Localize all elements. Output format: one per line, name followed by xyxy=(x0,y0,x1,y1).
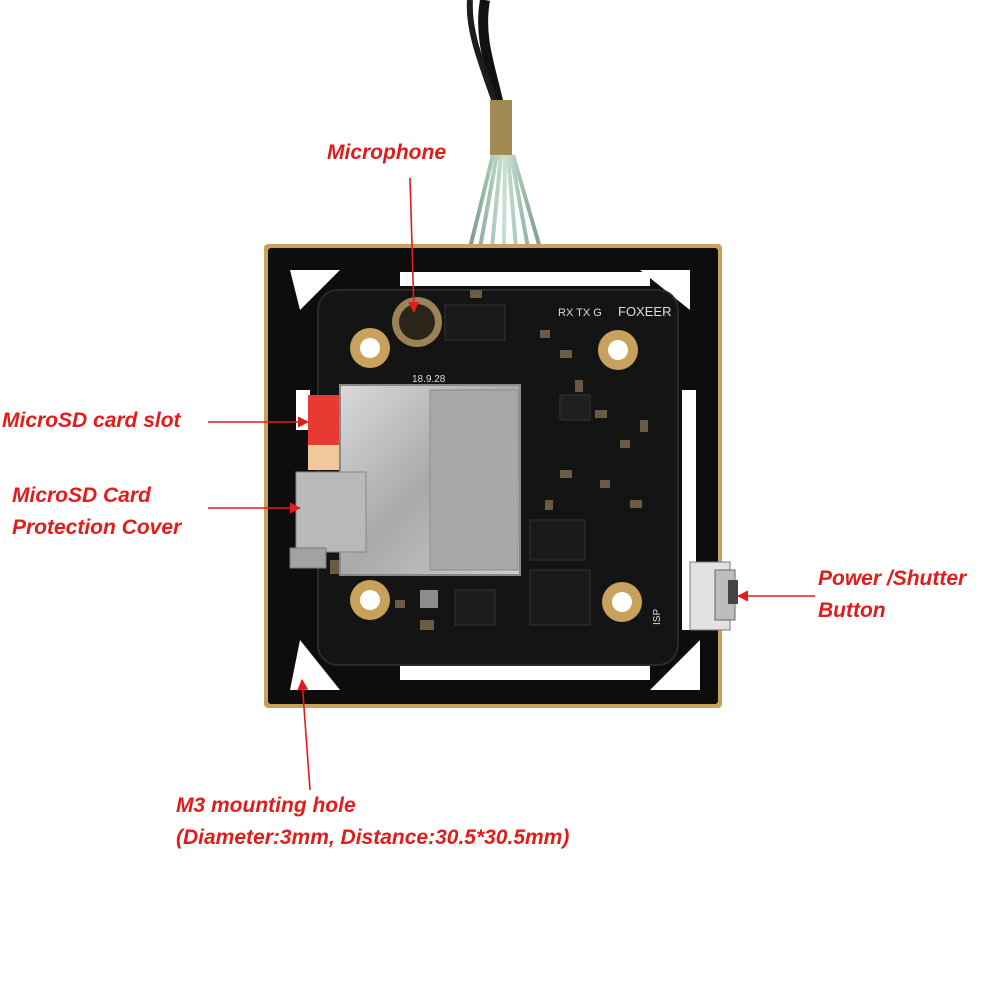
label-power-shutter-button: Power /Shutter Button xyxy=(818,567,967,622)
mount-hole-bottom-left xyxy=(290,640,340,690)
board-brand: FOXEER xyxy=(618,304,671,319)
board-isp: ISP xyxy=(652,609,663,625)
label-microsd-slot: MicroSD card slot xyxy=(2,409,181,432)
microsd-slot-component xyxy=(308,384,521,576)
pcb-board: FOXEER RX TX G 18.9.28 ISP xyxy=(264,244,738,708)
microsd-cover-component xyxy=(289,471,367,569)
board-pins: RX TX G xyxy=(558,307,602,319)
microphone-component xyxy=(392,297,442,347)
power-shutter-button-component xyxy=(689,561,738,631)
mount-hole-top-right xyxy=(640,270,690,310)
label-m3-mounting-hole: M3 mounting hole (Diameter:3mm, Distance… xyxy=(176,794,570,849)
board-date: 18.9.28 xyxy=(412,374,446,385)
label-microsd-cover: MicroSD Card Protection Cover xyxy=(12,484,182,539)
arrow-microphone xyxy=(408,177,420,314)
label-microphone: Microphone xyxy=(327,141,446,164)
arrow-mount-hole xyxy=(297,678,311,791)
mount-hole-bottom-right xyxy=(650,640,700,690)
callout-arrows xyxy=(208,177,815,791)
mount-hole-top-left xyxy=(290,270,340,310)
